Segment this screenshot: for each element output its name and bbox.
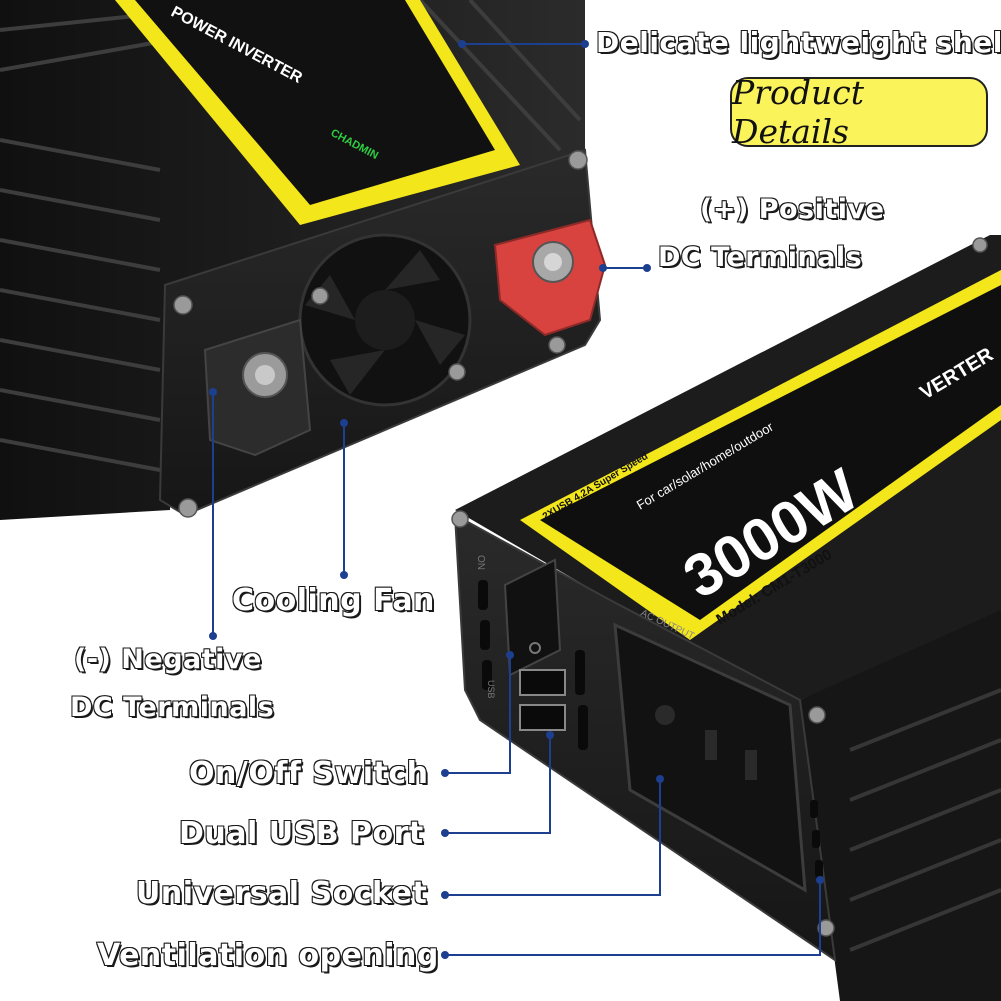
callout-usb: Dual USB Port <box>178 815 424 852</box>
callout-shell: Delicate lightweight shell <box>595 25 1001 60</box>
callout-negative-line2: DC Terminals <box>69 691 275 724</box>
callout-positive-line1: (+) Positive <box>699 193 885 226</box>
on-off-switch-graphic <box>503 558 562 677</box>
leader-lines <box>212 43 821 956</box>
switch-on-text: ON <box>475 555 486 570</box>
cooling-fan-graphic <box>298 233 472 407</box>
callout-negative-line1: (-) Negative <box>73 643 262 676</box>
negative-terminal-graphic <box>203 318 312 457</box>
leader-switch <box>445 655 511 774</box>
positive-terminal-graphic <box>493 218 607 337</box>
rear-inverter <box>0 0 607 520</box>
callout-switch: On/Off Switch <box>188 755 429 792</box>
product-details-badge: Product Details <box>730 73 988 151</box>
product-details-label: Product Details <box>732 73 864 151</box>
leader-socket <box>445 779 661 896</box>
leader-dots <box>209 40 824 959</box>
front-inverter <box>451 235 1001 1001</box>
callout-positive-line2: DC Terminals <box>657 241 863 274</box>
leader-usb <box>445 735 551 834</box>
universal-socket-graphic <box>613 622 807 893</box>
usb-ports-graphic <box>519 669 566 731</box>
callout-vent: Ventilation opening <box>96 937 439 974</box>
callout-cooling-fan: Cooling Fan <box>231 582 435 619</box>
leader-vent <box>445 880 821 956</box>
usb-port-text: USB <box>486 680 496 699</box>
callout-socket: Universal Socket <box>135 875 428 912</box>
